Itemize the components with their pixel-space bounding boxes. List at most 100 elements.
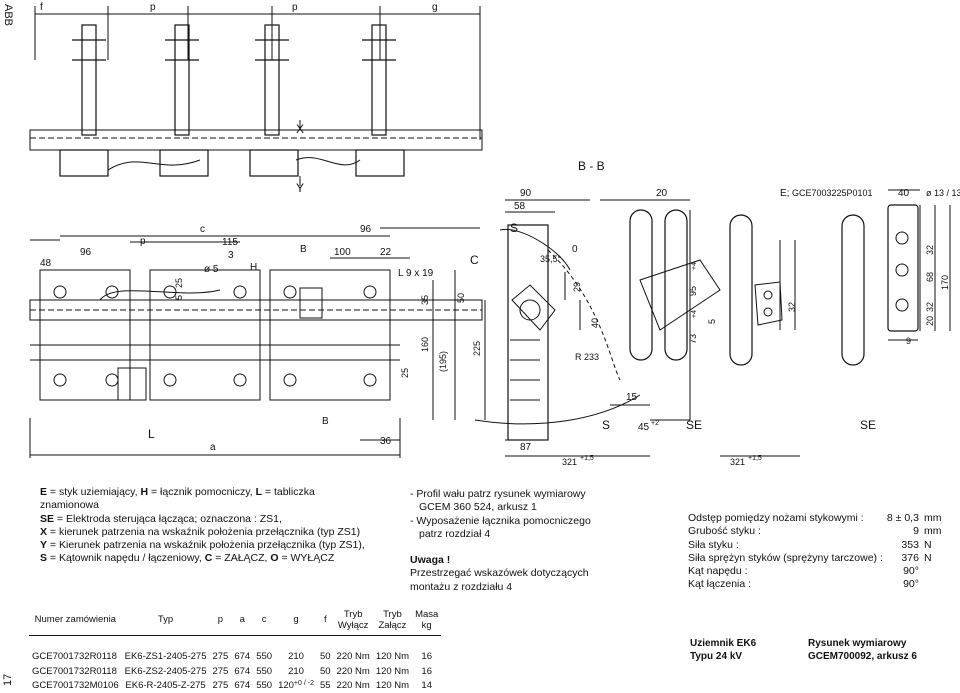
- dim-f: f: [40, 2, 43, 13]
- svg-text:L: L: [148, 427, 155, 441]
- svg-text:321: 321: [562, 457, 577, 467]
- svg-text:95: 95: [688, 286, 698, 296]
- svg-text:25: 25: [400, 368, 410, 378]
- svg-text:B: B: [300, 244, 307, 255]
- svg-text:15: 15: [626, 392, 638, 403]
- svg-text:20: 20: [656, 188, 668, 199]
- section-label: B - B: [578, 159, 605, 173]
- legend-block: E = styk uziemiający, H = łącznik pomocn…: [40, 486, 370, 566]
- svg-text:68: 68: [925, 272, 935, 282]
- legend-line: SE = Elektroda sterująca łącząca; oznacz…: [40, 513, 370, 526]
- dim-p1: p: [150, 2, 156, 13]
- spec-row: Kąt łączenia :90°: [688, 578, 941, 591]
- part-label-e: E;: [780, 188, 789, 199]
- page-number: 17: [2, 674, 14, 686]
- svg-text:R 233: R 233: [575, 352, 599, 362]
- svg-text:SE: SE: [860, 418, 876, 432]
- svg-text:S: S: [602, 418, 610, 432]
- svg-text:35: 35: [420, 295, 430, 305]
- col-header: Typ: [122, 605, 210, 635]
- view-label-y: Y: [296, 181, 304, 195]
- svg-text:48: 48: [40, 258, 52, 269]
- svg-text:+4: +4: [691, 262, 698, 270]
- svg-text:a: a: [210, 442, 216, 453]
- spec-row: Kąt napędu :90°: [688, 565, 941, 578]
- svg-text:29: 29: [572, 282, 582, 292]
- col-header: g: [275, 605, 317, 635]
- svg-text:32: 32: [787, 302, 797, 312]
- svg-text:3: 3: [228, 250, 234, 261]
- spec-row: Siła sprężyn styków (sprężyny tarczowe) …: [688, 552, 941, 565]
- svg-text:L 9 x 19: L 9 x 19: [398, 268, 434, 279]
- svg-text:90: 90: [520, 188, 532, 199]
- svg-text:32: 32: [925, 302, 935, 312]
- svg-text:25: 25: [174, 278, 184, 288]
- svg-text:SE: SE: [686, 418, 702, 432]
- svg-text:45: 45: [638, 422, 650, 433]
- legend-line: Y = Kierunek patrzenia na wskaźnik położ…: [40, 539, 370, 552]
- svg-text:35,5°: 35,5°: [540, 254, 562, 264]
- col-header: c: [253, 605, 275, 635]
- svg-text:+1,5: +1,5: [748, 455, 762, 462]
- dim-p2: p: [292, 2, 298, 13]
- svg-text:+2: +2: [651, 420, 659, 427]
- svg-text:+4: +4: [691, 310, 698, 318]
- notes-block: - Profil wału patrz rysunek wymiarowy GC…: [410, 488, 650, 594]
- svg-text:p: p: [140, 236, 146, 247]
- col-header: Numer zamówienia: [29, 605, 122, 635]
- svg-text:B: B: [322, 416, 329, 427]
- svg-text:40: 40: [590, 318, 600, 328]
- svg-text:160: 160: [420, 337, 430, 352]
- svg-text:73: 73: [688, 334, 698, 344]
- part-number: GCE7003225P0101: [792, 188, 873, 198]
- svg-text:87: 87: [520, 442, 532, 453]
- drawing-reference: Rysunek wymiarowy GCEM700092, arkusz 6: [808, 637, 917, 663]
- svg-text:(195): (195): [438, 351, 448, 372]
- col-header: f: [317, 605, 334, 635]
- svg-text:100: 100: [334, 247, 351, 258]
- svg-text:ø 13 / 13,5: ø 13 / 13,5: [926, 188, 960, 198]
- svg-text:40: 40: [898, 188, 910, 199]
- legend-line: E = styk uziemiający, H = łącznik pomocn…: [40, 486, 370, 513]
- product-title: Uziemnik EK6 Typu 24 kV: [690, 637, 756, 663]
- svg-text:20: 20: [925, 316, 935, 326]
- svg-text:S: S: [510, 221, 518, 235]
- legend-line: S = Kątownik napędu / łączeniowy, C = ZA…: [40, 552, 370, 565]
- svg-text:H: H: [250, 262, 257, 273]
- svg-text:5: 5: [174, 295, 184, 300]
- technical-drawing: f p p g X Y B - B 90 58 20 E; GCE7003225…: [0, 0, 960, 470]
- svg-text:22: 22: [380, 247, 392, 258]
- svg-text:+1,5: +1,5: [580, 455, 594, 462]
- svg-text:32: 32: [925, 245, 935, 255]
- svg-text:50: 50: [456, 293, 466, 303]
- col-header: p: [209, 605, 231, 635]
- legend-line: X = kierunek patrzenia na wskaźnik położ…: [40, 526, 370, 539]
- svg-text:321: 321: [730, 457, 745, 467]
- svg-text:5: 5: [707, 319, 717, 324]
- svg-text:36: 36: [380, 436, 392, 447]
- svg-text:225: 225: [472, 341, 482, 356]
- svg-text:c: c: [200, 224, 205, 235]
- specs-block: Odstęp pomiędzy nożami stykowymi :8 ± 0,…: [688, 512, 941, 592]
- svg-text:0: 0: [572, 244, 578, 255]
- warning-title: Uwaga !: [410, 554, 650, 567]
- svg-text:115: 115: [222, 237, 238, 248]
- view-label-x: X: [296, 122, 304, 136]
- svg-text:96: 96: [80, 247, 92, 258]
- svg-text:170: 170: [940, 275, 950, 290]
- col-header: a: [231, 605, 253, 635]
- svg-text:C: C: [470, 253, 479, 267]
- dim-g: g: [432, 2, 438, 13]
- svg-text:ø 5: ø 5: [204, 264, 219, 275]
- svg-text:96: 96: [360, 224, 372, 235]
- svg-text:58: 58: [514, 201, 526, 212]
